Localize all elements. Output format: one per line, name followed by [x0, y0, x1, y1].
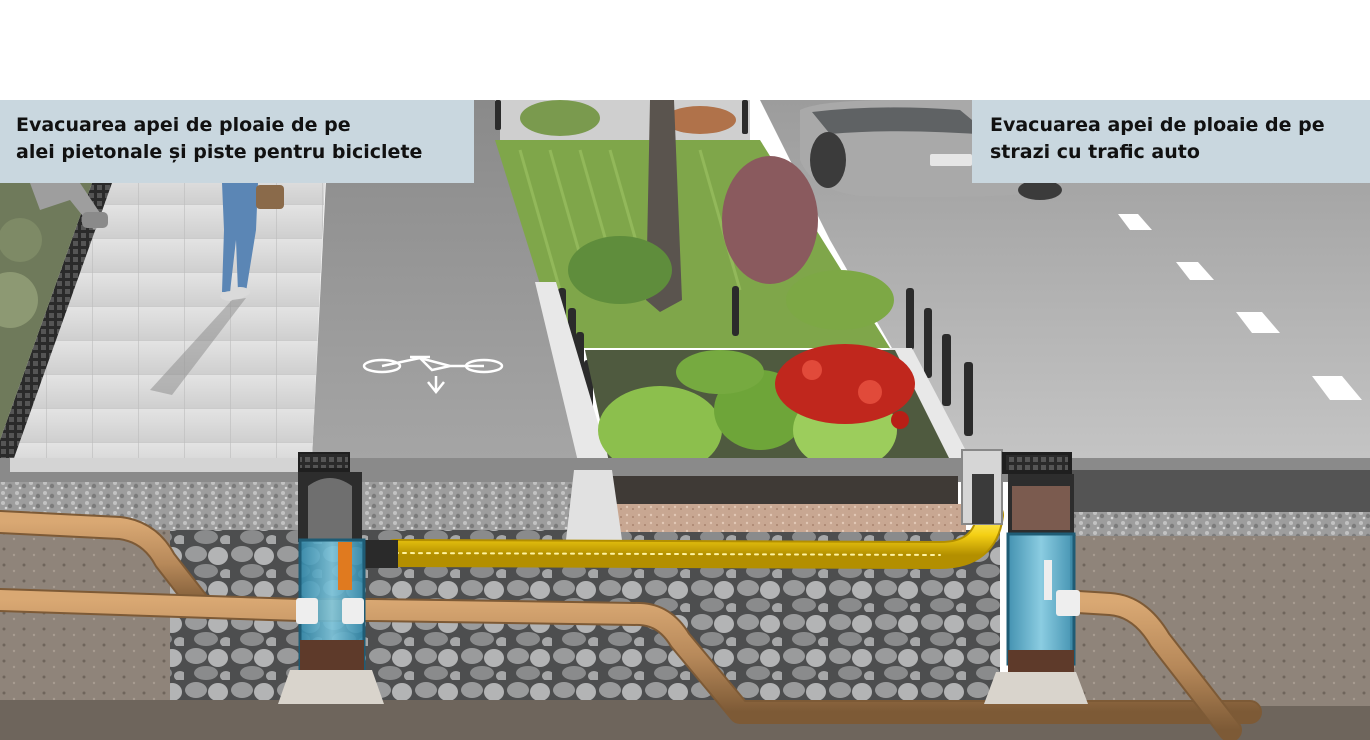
linear-drain-channel [0, 183, 112, 458]
label-left-line1: Evacuarea apei de ploaie de pe [16, 114, 351, 136]
curb-foundation [566, 470, 622, 540]
bike-path [312, 100, 600, 458]
planting-soil [612, 476, 958, 504]
chamber-base-left [278, 670, 384, 704]
chamber-base-right [984, 672, 1088, 704]
pipe-connector-black [362, 540, 398, 568]
road-asphalt-layer [1070, 470, 1370, 512]
gravel-base-mid [348, 482, 576, 532]
label-street-traffic-drainage: Evacuarea apei de ploaie de pe strazi cu… [972, 100, 1370, 183]
road-gravel-layer [1070, 512, 1370, 536]
sidewalk-slab-edge [10, 458, 310, 472]
surface-layer [0, 100, 1370, 480]
label-right-line2: strazi cu trafic auto [990, 141, 1200, 163]
pedestrian [150, 183, 284, 395]
lane-markings [1118, 214, 1362, 400]
inlet-chamber-right [961, 449, 1088, 704]
planter-curb-left [535, 282, 612, 470]
label-pedestrian-bike-drainage: Evacuarea apei de ploaie de pe alei piet… [0, 100, 474, 183]
sand-layer [616, 504, 966, 532]
pedestrian-left [30, 183, 108, 230]
label-right-line1: Evacuarea apei de ploaie de pe [990, 114, 1325, 136]
bike-lane-icon [362, 355, 504, 395]
inlet-chamber-left [278, 452, 384, 704]
label-left-line2: alei pietonale și piste pentru biciclete [16, 141, 423, 163]
soil-right [1070, 536, 1370, 706]
